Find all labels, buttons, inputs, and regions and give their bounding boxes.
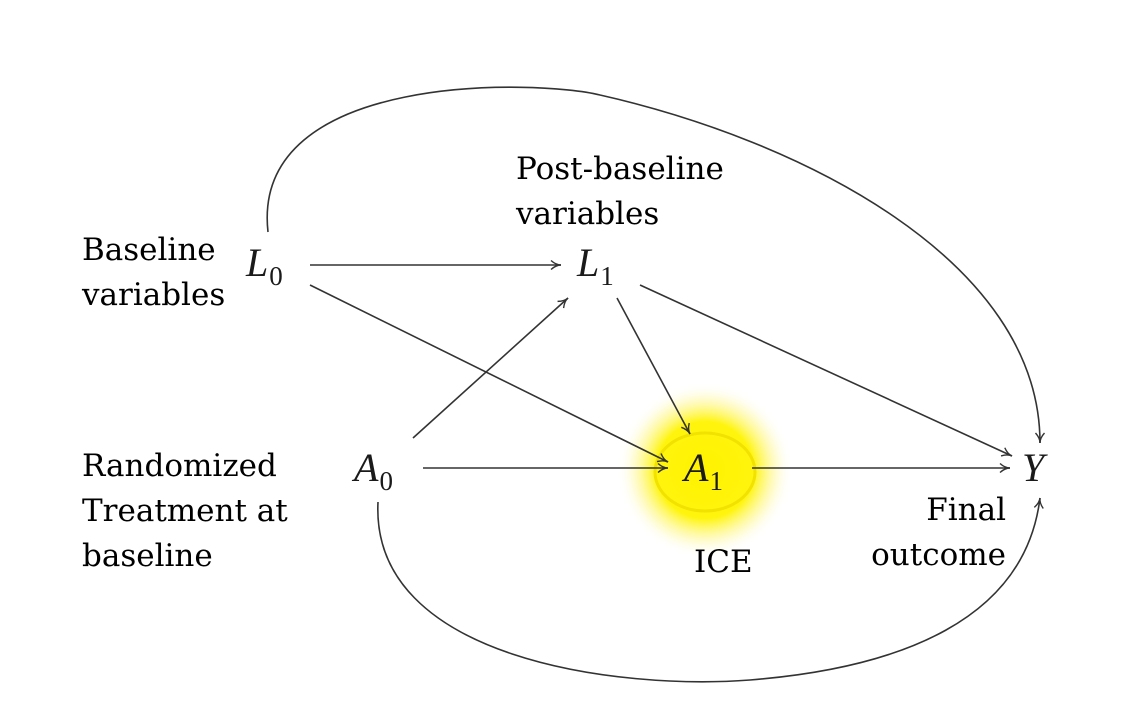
node-l1-symbol: L <box>577 240 600 285</box>
edge-a0-l1 <box>412 297 569 439</box>
label-line: ICE <box>694 544 753 580</box>
node-y-symbol: Y <box>1022 445 1045 490</box>
label-line: outcome <box>871 537 1006 573</box>
node-a0: A0 <box>354 445 393 497</box>
node-l0: L0 <box>246 240 283 292</box>
label-final-outcome: Final outcome <box>871 488 1006 578</box>
edge-l1-a1 <box>616 297 691 435</box>
label-post-baseline-variables: Post-baseline variables <box>516 147 724 237</box>
label-ice: ICE <box>694 540 753 585</box>
label-baseline-variables: Baseline variables <box>82 228 225 318</box>
label-line: variables <box>516 196 660 232</box>
label-line: Randomized <box>82 448 277 484</box>
node-l0-subscript: 0 <box>269 261 283 291</box>
node-l1: L1 <box>577 240 614 292</box>
edge-l0-a1 <box>309 284 669 463</box>
ice-highlight-ring <box>653 431 757 513</box>
edge-l1-y <box>639 284 1013 457</box>
node-y: Y <box>1022 448 1044 488</box>
label-line: Baseline <box>82 232 216 268</box>
node-a1: A1 <box>684 445 723 497</box>
node-l1-subscript: 1 <box>600 261 614 291</box>
label-line: Post-baseline <box>516 151 724 187</box>
label-line: Final <box>926 492 1006 528</box>
node-a0-subscript: 0 <box>379 466 393 496</box>
node-l0-symbol: L <box>246 240 269 285</box>
label-line: baseline <box>82 538 213 574</box>
label-line: variables <box>82 277 226 313</box>
ice-highlight-glow <box>617 382 793 558</box>
label-line: Treatment at <box>82 493 288 529</box>
node-a0-symbol: A <box>354 445 379 490</box>
edge-l0-y <box>266 86 1046 444</box>
label-randomized-treatment: Randomized Treatment at baseline <box>82 444 288 579</box>
node-a1-symbol: A <box>684 445 709 490</box>
node-a1-subscript: 1 <box>709 466 723 496</box>
edge-a0-y <box>377 497 1044 683</box>
